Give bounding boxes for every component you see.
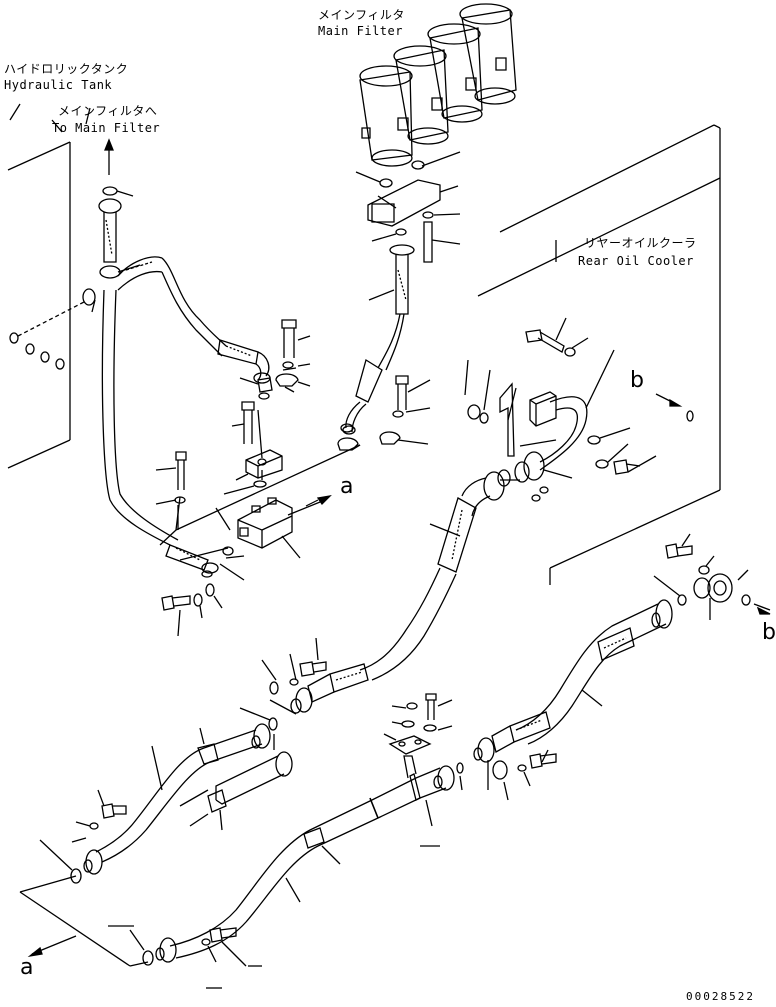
lower-pipe-left-lower xyxy=(180,752,292,830)
filter-head-block xyxy=(356,152,460,262)
drawing-number: 00028522 xyxy=(686,990,755,1003)
filter-outlet-hose xyxy=(343,245,414,434)
cooler-inlet-hose xyxy=(240,470,510,750)
main-filter-label-en: Main Filter xyxy=(318,24,403,38)
leader-lines xyxy=(86,108,396,208)
tank-drain-plugs xyxy=(10,302,84,369)
mounting-block xyxy=(224,368,296,494)
callout-a-upper: a xyxy=(340,474,354,499)
hydraulic-tank-label-en: Hydraulic Tank xyxy=(4,78,113,92)
callout-a-lower: a xyxy=(20,955,34,980)
to-main-filter-label-jp: メインフィルタへ xyxy=(58,104,158,118)
rear-oil-cooler-label-jp: リヤーオイルクーラ xyxy=(584,236,697,250)
hydraulic-tank-label-jp: ハイドロリックタンク xyxy=(4,62,129,76)
callout-b-lower: b xyxy=(762,620,776,645)
valve-block xyxy=(176,445,360,560)
main-filter-assembly xyxy=(360,4,516,166)
hydraulic-tank-outline xyxy=(8,104,70,468)
hose-clamps xyxy=(276,320,430,450)
tank-outlet-assembly xyxy=(83,140,270,383)
lower-pipe-center xyxy=(108,756,454,988)
lower-left-bolts xyxy=(40,790,126,883)
connection-arrows xyxy=(20,876,148,966)
main-filter-label-jp: メインフィルタ xyxy=(318,8,405,22)
callout-b-upper: b xyxy=(630,368,644,393)
pipe-support-bracket xyxy=(384,694,452,754)
cooler-outlet-flange xyxy=(656,394,770,620)
lower-pipe-right xyxy=(457,576,686,800)
rear-oil-cooler-label-en: Rear Oil Cooler xyxy=(578,254,694,268)
cooler-bracket-assembly xyxy=(465,318,656,501)
valve-bolts-lower xyxy=(156,452,222,636)
return-line-left xyxy=(102,290,244,580)
rear-oil-cooler-outline xyxy=(478,125,720,585)
to-main-filter-label-en: To Main Filter xyxy=(52,121,161,135)
lower-pipe-left-upper xyxy=(84,724,270,874)
